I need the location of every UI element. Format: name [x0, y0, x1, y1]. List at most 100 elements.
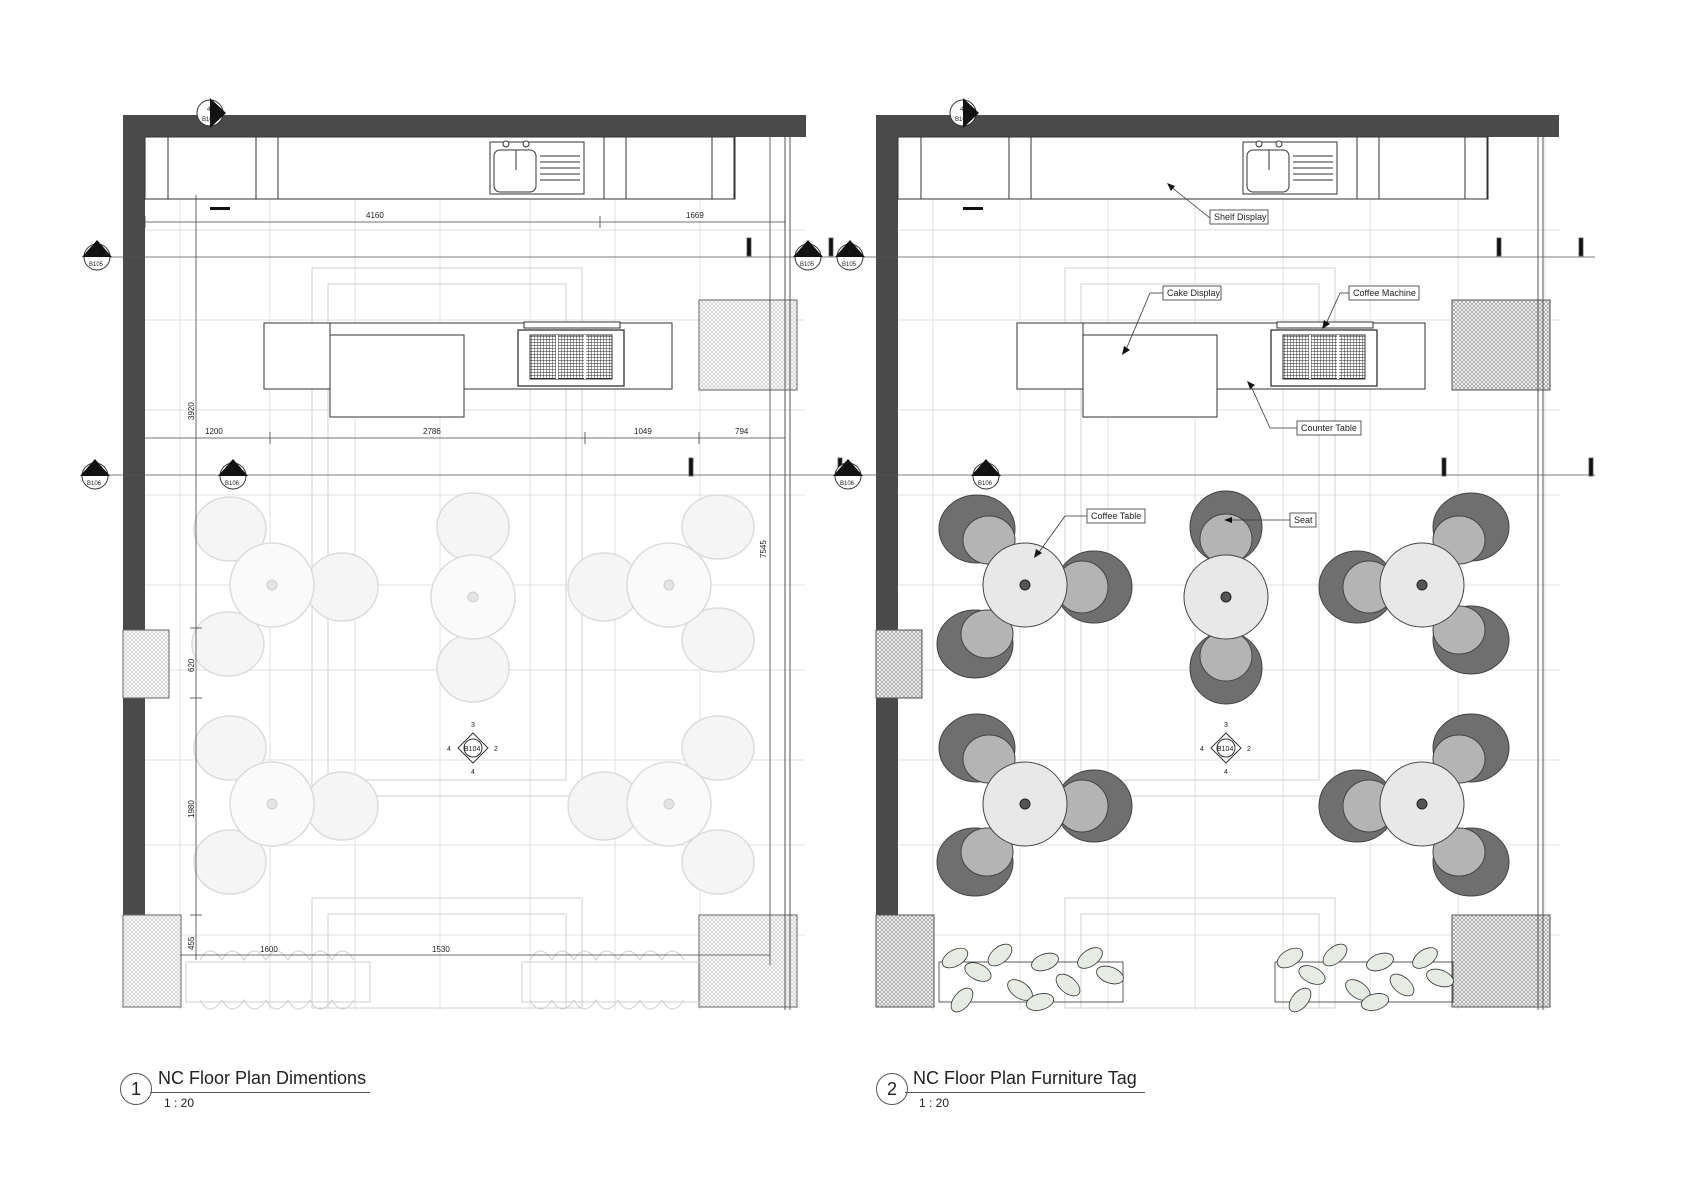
tag-cake-display: Cake Display — [1122, 285, 1222, 355]
tag-label: Counter Table — [1301, 423, 1357, 433]
marker-ref: B106 — [840, 481, 855, 487]
planters — [938, 943, 1454, 1013]
tag-label: Coffee Machine — [1353, 288, 1416, 298]
tag-coffee-table: Coffee Table — [1034, 508, 1146, 558]
tag-counter-table: Counter Table — [1247, 381, 1362, 436]
floor-inlay — [311, 267, 583, 1009]
marker-num: 6 — [806, 250, 810, 256]
marker-s: 4 — [1224, 769, 1228, 776]
marker-e: 2 — [494, 746, 498, 753]
view-number: 1 — [120, 1073, 152, 1105]
dim-1200: 1200 — [205, 427, 223, 436]
view-scale: 1 : 20 — [164, 1096, 195, 1110]
marker-num: 5 — [984, 469, 988, 475]
marker-num: 1 — [93, 469, 97, 475]
table-centers — [266, 579, 675, 810]
dim-3920: 3920 — [187, 402, 196, 420]
marker-ref: B105 — [89, 262, 104, 268]
dim-1049: 1049 — [634, 427, 652, 436]
walls — [122, 115, 806, 1010]
tag-label: Coffee Table — [1091, 511, 1141, 521]
marker-num: 4 — [207, 107, 211, 113]
seat — [1189, 630, 1263, 705]
dim-1530: 1530 — [432, 945, 450, 954]
seat — [1432, 713, 1510, 784]
section-marker-mid: 5 B106 — [971, 459, 1001, 490]
floor-plan-furniture-view: 4 B105 3 B105 1 B106 5 B106 B104 3 2 4 — [828, 98, 1595, 1013]
furniture-tags: Shelf Display Cake Display Coffee Machin… — [1034, 183, 1420, 558]
shelf-display — [144, 136, 736, 210]
tag-label: Cake Display — [1167, 288, 1221, 298]
dim-794: 794 — [735, 427, 749, 436]
view-number: 2 — [876, 1073, 908, 1105]
seat — [936, 827, 1014, 897]
section-marker-left-2: 1 B106 — [80, 459, 110, 490]
faded-furniture — [191, 492, 755, 895]
dim-2786: 2786 — [423, 427, 441, 436]
view-title: NC Floor Plan Dimentions — [158, 1068, 367, 1088]
marker-w: 4 — [1200, 746, 1204, 753]
tag-coffee-machine: Coffee Machine — [1322, 285, 1420, 329]
dim-7545: 7545 — [759, 540, 768, 558]
walls — [875, 115, 1559, 1010]
section-lines — [828, 237, 1595, 477]
section-marker-left: 3 B105 — [835, 240, 865, 271]
seat — [1432, 492, 1510, 565]
marker-ref: B104 — [1217, 746, 1233, 753]
marker-num: 3 — [848, 250, 852, 256]
marker-num: 3 — [95, 250, 99, 256]
dimension-values: 4160 1669 3920 1200 2786 1049 794 7545 6… — [187, 211, 768, 954]
section-marker-left-2: 1 B106 — [833, 459, 863, 490]
tag-seat: Seat — [1224, 512, 1317, 528]
seats — [936, 490, 1510, 897]
title-underline — [150, 1092, 370, 1093]
table-centers — [1019, 579, 1428, 810]
section-marker-mid: 5 B106 — [218, 459, 248, 490]
marker-ref: B106 — [225, 481, 240, 487]
view-title: NC Floor Plan Furniture Tag — [913, 1068, 1137, 1088]
dim-455: 455 — [187, 936, 196, 950]
seat — [1055, 769, 1133, 843]
view-scale: 1 : 20 — [919, 1096, 950, 1110]
marker-e: 2 — [1247, 746, 1251, 753]
dim-1980: 1980 — [187, 800, 196, 818]
marker-ref: B106 — [978, 481, 993, 487]
shelf-display — [897, 136, 1489, 210]
seat — [936, 609, 1014, 679]
dimension-lines — [144, 137, 786, 965]
marker-num: 1 — [846, 469, 850, 475]
marker-w: 4 — [447, 746, 451, 753]
interior-elevation-marker: B104 3 2 4 4 — [1200, 722, 1251, 776]
marker-n: 3 — [471, 722, 475, 729]
section-marker-left: 3 B105 — [82, 240, 112, 271]
title-underline — [905, 1092, 1145, 1093]
tag-label: Seat — [1294, 515, 1313, 525]
marker-n: 3 — [1224, 722, 1228, 729]
seat — [1432, 827, 1510, 897]
marker-s: 4 — [471, 769, 475, 776]
tag-label: Shelf Display — [1214, 212, 1267, 222]
tag-shelf-display: Shelf Display — [1167, 183, 1269, 225]
elevation-marker-top: 4 B105 — [949, 98, 979, 128]
elevation-marker-top: 4 B105 — [196, 98, 226, 128]
interior-elevation-marker: B104 3 2 4 4 — [447, 722, 498, 776]
marker-ref: B106 — [87, 481, 102, 487]
seat — [1189, 490, 1263, 565]
floor-plan-dimensions-view: 4160 1669 3920 1200 2786 1049 794 7545 6… — [80, 98, 840, 1010]
marker-ref: B105 — [202, 117, 217, 123]
marker-ref: B105 — [842, 262, 857, 268]
dim-620: 620 — [187, 658, 196, 672]
marker-ref: B105 — [800, 262, 815, 268]
seat — [1318, 550, 1396, 624]
counter-table — [1016, 321, 1426, 418]
marker-ref: B105 — [955, 117, 970, 123]
dim-4160: 4160 — [366, 211, 384, 220]
dim-1600: 1600 — [260, 945, 278, 954]
dim-1669: 1669 — [686, 211, 704, 220]
marker-num: 5 — [231, 469, 235, 475]
marker-ref: B104 — [464, 746, 480, 753]
marker-num: 4 — [960, 107, 964, 113]
section-marker-right: 6 B105 — [793, 240, 823, 271]
counter-table — [263, 321, 673, 418]
